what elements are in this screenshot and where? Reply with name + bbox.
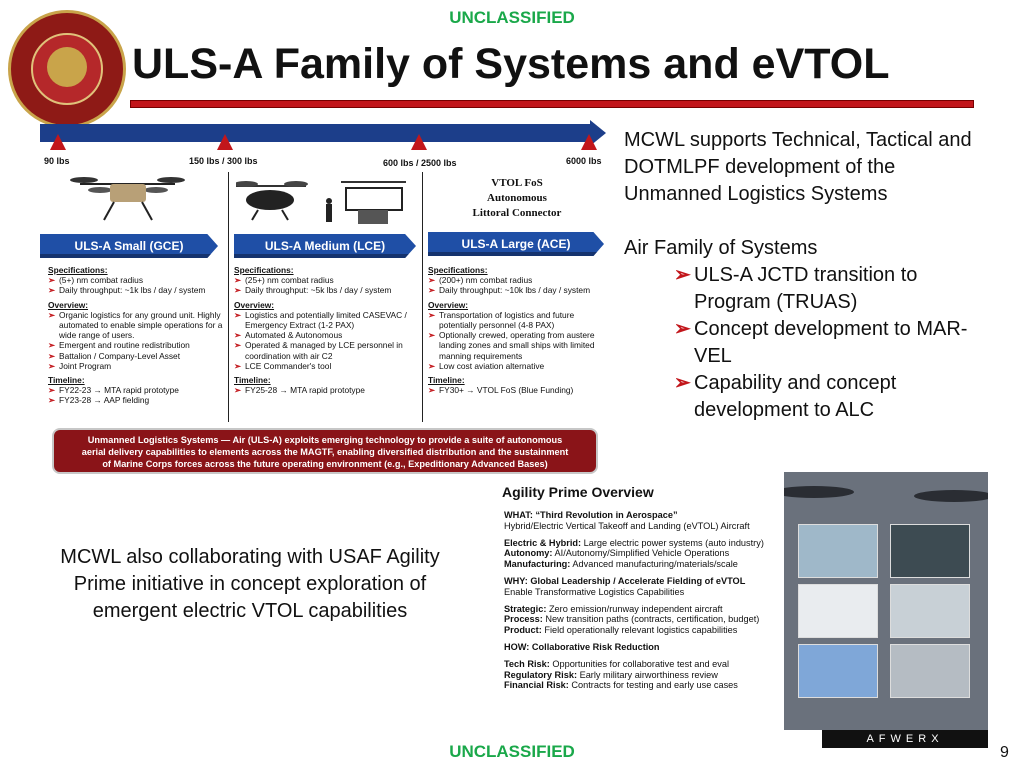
evtol-thumbnail [798, 644, 878, 698]
list-item: ➢Daily throughput: ~1k lbs / day / syste… [48, 285, 206, 296]
small-quadcopter-image [70, 177, 185, 221]
overview-heading: Overview: [48, 299, 89, 310]
list-item: ➢Transportation of logistics and future … [428, 309, 575, 331]
column-divider [228, 172, 229, 422]
weight-label: 600 lbs / 2500 lbs [383, 158, 457, 168]
overview-heading: Overview: [234, 299, 275, 310]
list-item: ➢FY22-23 → MTA rapid prototype [48, 385, 179, 396]
banner-uls-a-large: ULS-A Large (ACE) [428, 232, 604, 256]
seal-center [31, 33, 103, 105]
list-item: ➢FY30+ → VTOL FoS (Blue Funding) [428, 385, 574, 396]
page-title: ULS-A Family of Systems and eVTOL [132, 40, 890, 88]
list-item: ➢Concept development to MAR-VEL [674, 318, 968, 367]
column-large: Specifications: ➢(200+) nm combat radius… [428, 265, 614, 395]
list-item: ➢Battalion / Company-Level Asset [48, 350, 181, 361]
uls-a-summary-box: Unmanned Logistics Systems — Air (ULS-A)… [52, 428, 598, 474]
mcwl-support-text: MCWL supports Technical, Tactical and DO… [624, 127, 994, 424]
spec-heading: Specifications: [48, 265, 108, 275]
classification-top: UNCLASSIFIED [449, 8, 575, 27]
vtol-caption: VTOL FoS Autonomous Littoral Connector [462, 176, 572, 221]
list-item: ➢(200+) nm combat radius [428, 275, 533, 286]
list-item: ➢Automated & Autonomous [234, 330, 343, 341]
list-item: ➢(25+) nm combat radius [234, 275, 334, 286]
evtol-thumbnail [890, 524, 970, 578]
usaf-collaboration-text: MCWL also collaborating with USAF Agilit… [60, 546, 440, 622]
evtol-thumbnail [798, 584, 878, 638]
column-medium: Specifications: ➢(25+) nm combat radius … [234, 265, 420, 395]
timeline-heading: Timeline: [234, 375, 271, 386]
list-item: ➢Optionally crewed, operating from auste… [428, 330, 595, 361]
globe-anchor-icon [47, 47, 87, 87]
medium-uav-images [236, 181, 406, 224]
list-item: ➢Operated & managed by LCE personnel in … [234, 340, 403, 361]
classification-bottom: UNCLASSIFIED [449, 742, 575, 761]
evtol-thumbnail [890, 644, 970, 698]
list-item: ➢Capability and concept development to A… [674, 372, 897, 421]
weight-marker [50, 134, 66, 150]
weight-marker [581, 134, 597, 150]
afwerx-logo: AFWERX [822, 730, 988, 748]
weight-label: 6000 lbs [566, 156, 602, 166]
evtol-thumbnail [890, 584, 970, 638]
list-item: ➢LCE Commander's tool [234, 360, 332, 371]
column-divider [422, 172, 423, 422]
list-item: ➢Daily throughput: ~10k lbs / day / syst… [428, 285, 591, 296]
list-item: ➢Joint Program [48, 360, 112, 371]
summary-line: aerial delivery capabilities to elements… [81, 447, 569, 457]
list-item: ➢Organic logistics for any ground unit. … [48, 309, 223, 341]
banner-uls-a-small: ULS-A Small (GCE) [40, 234, 218, 258]
timeline-heading: Timeline: [48, 375, 85, 386]
agility-prime-panel [500, 474, 788, 730]
spec-heading: Specifications: [234, 265, 294, 275]
weight-marker [411, 134, 427, 150]
weight-label: 150 lbs / 300 lbs [189, 156, 258, 166]
weight-label: 90 lbs [44, 156, 70, 166]
vtol-caption-line: VTOL FoS [491, 177, 543, 189]
overview-heading: Overview: [428, 299, 469, 310]
list-item: ➢ULS-A JCTD transition to Program (TRUAS… [674, 264, 918, 313]
spec-heading: Specifications: [428, 265, 488, 275]
list-item: ➢FY25-28 → MTA rapid prototype [234, 385, 365, 396]
summary-line: Unmanned Logistics Systems — Air (ULS-A)… [87, 435, 563, 445]
vtol-caption-line: Autonomous [487, 192, 547, 204]
agility-prime-title: Agility Prime Overview [502, 484, 654, 500]
usmc-seal-logo [8, 10, 126, 128]
summary-line: of Marine Corps forces across the future… [102, 459, 548, 469]
list-item: ➢Emergent and routine redistribution [48, 340, 190, 351]
list-item: ➢FY23-28 → AAP fielding [48, 395, 150, 406]
air-fos-heading: Air Family of Systems [624, 237, 818, 259]
timeline-heading: Timeline: [428, 375, 465, 386]
agility-prime-body: WHAT: “Third Revolution in Aerospace” Hy… [504, 510, 764, 691]
weight-marker [217, 134, 233, 150]
page-number: 9 [1000, 744, 1009, 761]
evtol-photo-collage [784, 472, 988, 730]
list-item: ➢Logistics and potentially limited CASEV… [234, 309, 407, 331]
evtol-thumbnail [798, 524, 878, 578]
title-underline [130, 100, 974, 108]
column-small: Specifications: ➢(5+) nm combat radius ➢… [48, 265, 234, 406]
list-item: ➢Low cost aviation alternative [428, 360, 545, 371]
weight-scale-bar [40, 124, 592, 142]
banner-uls-a-medium: ULS-A Medium (LCE) [234, 234, 416, 258]
vtol-caption-line: Littoral Connector [472, 207, 562, 219]
list-item: ➢Daily throughput: ~5k lbs / day / syste… [234, 285, 392, 296]
list-item: ➢(5+) nm combat radius [48, 275, 144, 286]
intro-text: MCWL supports Technical, Tactical and DO… [624, 129, 972, 205]
